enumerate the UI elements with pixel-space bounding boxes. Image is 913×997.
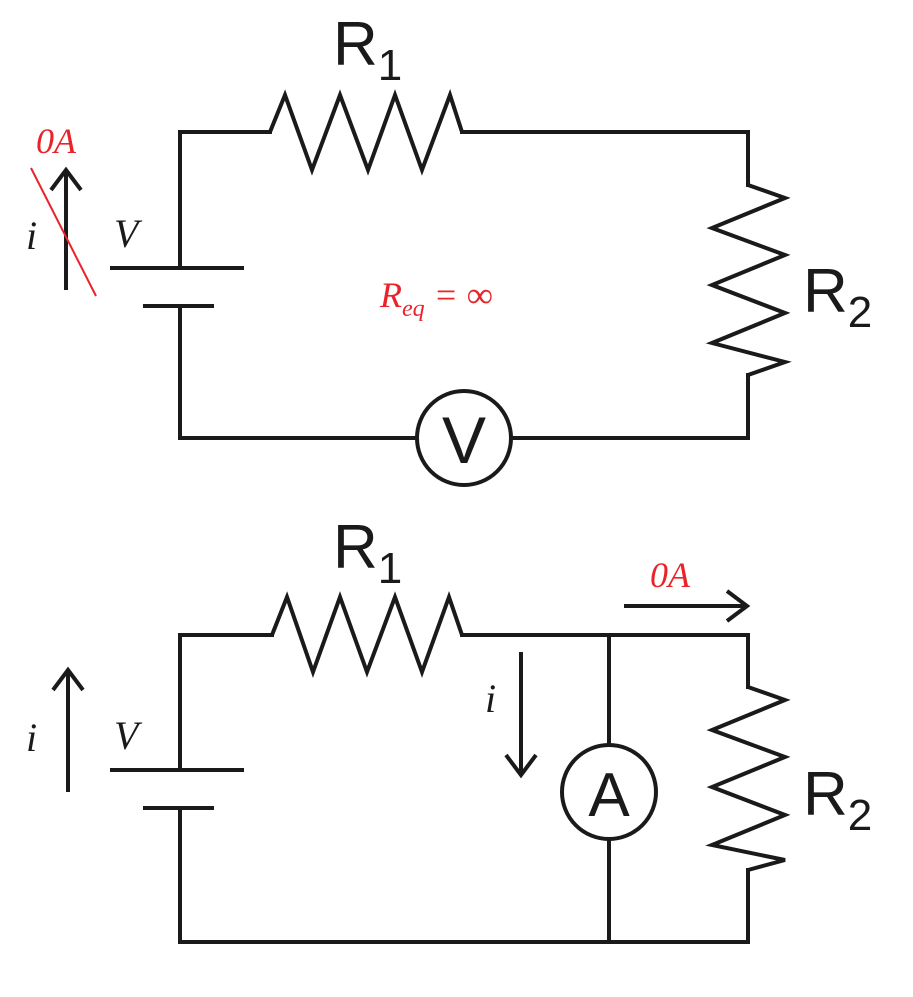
top-circuit: V R1 R2 V i 0A Req = ∞ — [26, 10, 872, 487]
bottom-zero-current-label: 0A — [650, 555, 691, 595]
top-r1-label: R1 — [333, 10, 402, 90]
bottom-wire-top — [460, 633, 750, 689]
bottom-ammeter-circle — [560, 743, 658, 841]
bottom-zero-current-arrow — [624, 589, 751, 623]
top-voltmeter-label: V — [442, 403, 486, 477]
top-zero-current-label: 0A — [36, 121, 77, 161]
bottom-current-label: i — [26, 715, 37, 760]
top-r2-resistor — [705, 183, 792, 377]
top-current-label: i — [26, 213, 37, 258]
top-current-strike — [30, 167, 97, 297]
top-wire-right — [460, 130, 750, 187]
bottom-branch-current-label: i — [485, 676, 496, 721]
bottom-branch-current-arrow — [504, 652, 538, 779]
bottom-r2-label: R2 — [803, 760, 872, 840]
top-wire-left — [178, 130, 272, 270]
bottom-circuit: A R1 R2 V i i 0A — [26, 513, 872, 944]
bottom-r1-label: R1 — [333, 513, 402, 593]
top-voltmeter-circle — [415, 389, 513, 487]
bottom-current-arrow — [51, 666, 85, 792]
bottom-wire-left — [178, 633, 274, 772]
top-wire-bottom-left — [178, 304, 419, 440]
top-req-label: Req = ∞ — [379, 275, 493, 322]
top-r1-resistor — [268, 88, 464, 176]
top-source-label: V — [114, 211, 143, 256]
top-current-arrow — [49, 166, 83, 290]
top-r2-label: R2 — [803, 257, 872, 337]
bottom-ammeter: A — [560, 743, 658, 841]
top-voltmeter: V — [415, 389, 513, 487]
top-wire-bottom-right — [509, 373, 750, 440]
bottom-ammeter-label: A — [588, 761, 630, 830]
bottom-r1-resistor — [270, 590, 464, 679]
bottom-wire-bottom — [178, 806, 750, 944]
bottom-r2-resistor — [705, 685, 791, 872]
bottom-source-label: V — [114, 713, 143, 758]
